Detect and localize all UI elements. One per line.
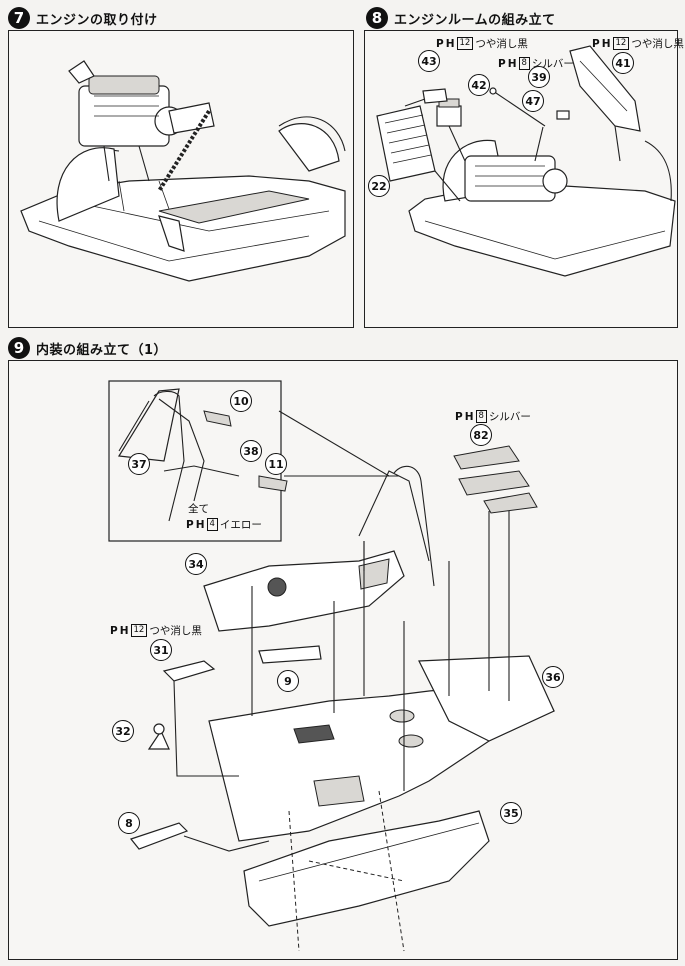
part-37-callout: 37 [128,453,150,475]
part-10-callout: 10 [230,390,252,412]
step-9-title: 内装の組み立て（1） [36,342,168,358]
step-9-panel [8,360,678,960]
paint-code-prefix: P [436,37,444,50]
part-32-callout: 32 [112,720,134,742]
step-8-header: 8 エンジンルームの組み立て [366,7,556,29]
part-38-callout: 38 [240,440,262,462]
step-7-title: エンジンの取り付け [36,12,158,28]
part-9-callout: 9 [277,670,299,692]
part-42-callout: 42 [468,74,490,96]
part-11-callout: 11 [265,453,287,475]
part-47-callout: 47 [522,90,544,112]
step-7-badge: 7 [8,7,30,29]
part-82-callout: 82 [470,424,492,446]
part-31-callout: 31 [150,639,172,661]
part-35-callout: 35 [500,802,522,824]
part-36-callout: 36 [542,666,564,688]
step-7-header: 7 エンジンの取り付け [8,7,158,29]
part-41-callout: 41 [612,52,634,74]
paint-color: つや消し黒 [475,38,528,50]
part-43-callout: 43 [418,50,440,72]
step-8-badge: 8 [366,7,388,29]
inset-note: 全て [188,503,209,515]
part-22-callout: 22 [368,175,390,197]
part-39-callout: 39 [528,66,550,88]
paint-number: 12 [456,37,474,50]
step-9-header: 9 内装の組み立て（1） [8,337,167,359]
step-7-engine-diagram [20,60,346,282]
step-8-title: エンジンルームの組み立て [394,12,556,28]
step-9-badge: 9 [8,337,30,359]
step-8-engine-room-diagram [376,45,676,277]
step-8-panel [364,30,678,328]
step-9-interior-diagram [108,380,555,952]
part-8-callout: 8 [118,812,140,834]
step-7-panel [8,30,354,328]
part-34-callout: 34 [185,553,207,575]
